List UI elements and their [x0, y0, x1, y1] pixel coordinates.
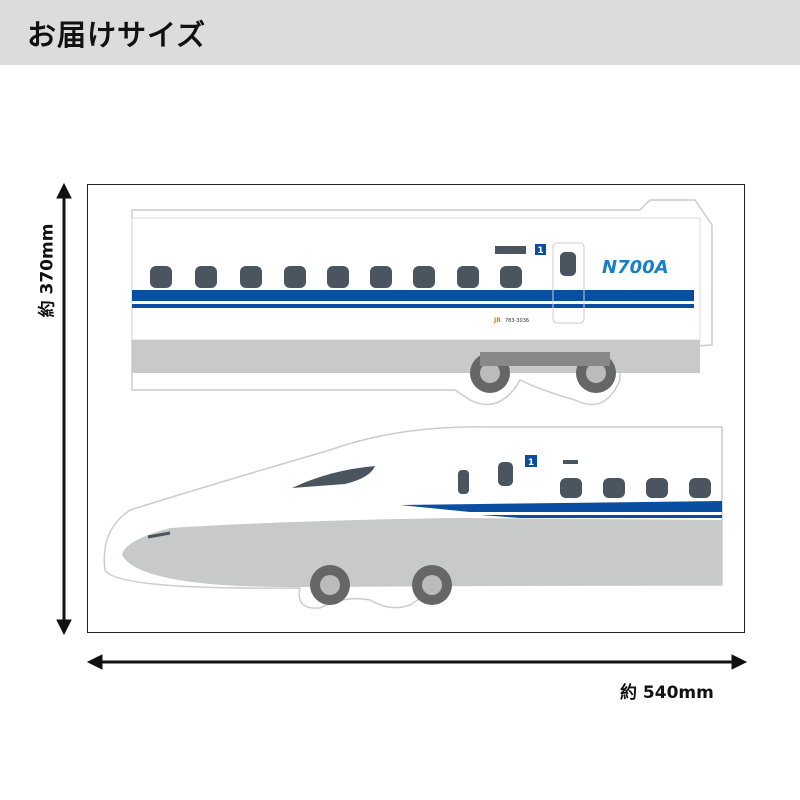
- middle-car: 1 N700A 783-3036 JR: [131, 199, 713, 406]
- n700a-logo: N700A: [602, 257, 669, 278]
- horizontal-dimension-arrow: [86, 654, 748, 670]
- sticker-bounding-box: [87, 184, 745, 633]
- header-bar: お届けサイズ: [0, 0, 800, 65]
- height-dimension-label: 約 370mm: [37, 223, 58, 318]
- vertical-dimension-arrow: [56, 182, 72, 636]
- lead-car: 1: [103, 426, 723, 609]
- car-number-lead: 1: [528, 458, 534, 468]
- width-dimension-label: 約 540mm: [620, 683, 714, 703]
- car-id: 783-3036: [505, 318, 529, 324]
- car-number: 1: [537, 246, 543, 256]
- svg-text:JR: JR: [493, 317, 501, 324]
- page-title: お届けサイズ: [27, 18, 207, 52]
